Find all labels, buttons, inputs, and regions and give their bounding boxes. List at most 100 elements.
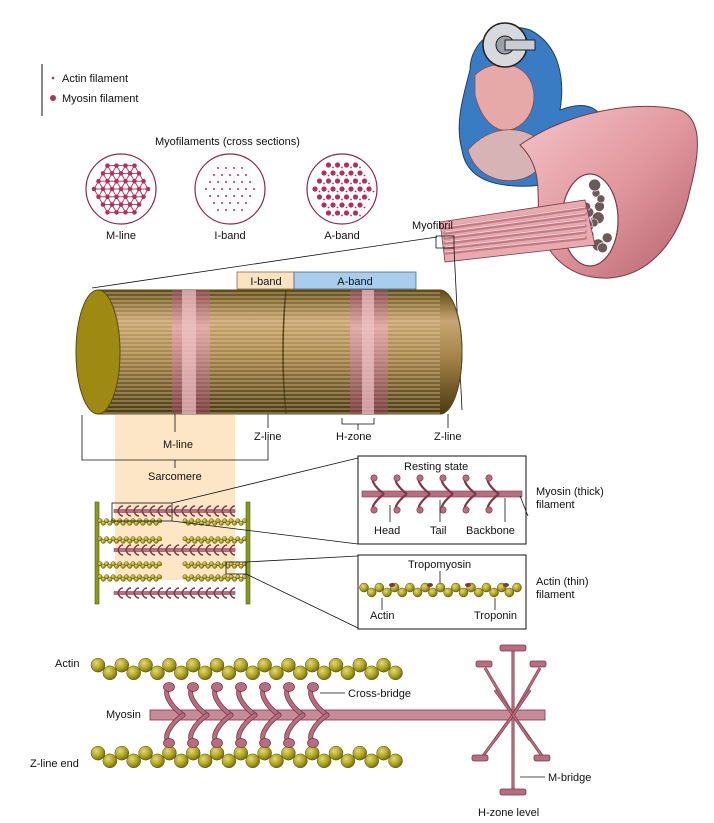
actin-dot	[217, 167, 219, 169]
actin-bead	[147, 576, 152, 582]
myosin-dot	[366, 186, 372, 192]
myosin-head	[141, 510, 148, 517]
actin-bead	[130, 561, 136, 567]
actin-bead	[117, 561, 123, 567]
cylinder-end-cap	[75, 289, 121, 415]
myosin-head	[485, 506, 493, 514]
myosin-dot	[105, 163, 110, 168]
myosin-head	[197, 544, 204, 551]
legend: Actin filament Myosin filament	[41, 64, 138, 116]
actin-bead	[366, 587, 377, 598]
myosin-head	[307, 738, 319, 748]
actin-dot	[241, 195, 243, 197]
resting-state-title: Resting state	[404, 461, 468, 473]
actin-bead	[512, 582, 522, 593]
actin-bead	[97, 536, 103, 542]
actin-bead	[202, 536, 208, 542]
actin-bead	[104, 561, 110, 567]
myosin-dot	[109, 202, 115, 207]
actin-dot	[221, 202, 223, 204]
myosin-head	[189, 505, 196, 512]
myosin-dot	[114, 194, 119, 200]
actin-bead	[133, 576, 139, 582]
fibril-highlight	[444, 224, 586, 243]
actin-bead	[316, 753, 332, 769]
myosin-head	[173, 592, 180, 599]
myosin-head	[125, 592, 132, 599]
actin-bead	[388, 753, 403, 769]
myosin-head	[221, 587, 228, 594]
actin-bead	[174, 665, 189, 681]
actin-bead	[397, 587, 407, 598]
actin-bead	[133, 538, 139, 544]
actin-bead	[374, 582, 385, 593]
a-band-lattice	[312, 162, 375, 217]
myosin-head	[370, 474, 378, 482]
myosin-dot	[109, 171, 115, 176]
myosin-head	[462, 474, 470, 482]
myosin-head	[213, 505, 220, 512]
myosin-head	[149, 549, 156, 556]
myosin-dot	[334, 162, 341, 168]
actin-dot	[368, 198, 370, 201]
actin-bead	[376, 657, 391, 673]
actin-bead	[228, 561, 234, 567]
myosin-dot	[132, 163, 137, 168]
i-band-xsec-label: I-band	[214, 230, 245, 242]
actin-dot	[245, 174, 247, 176]
myosin-dot	[343, 194, 350, 200]
cross-bridge-label: Cross-bridge	[348, 688, 411, 700]
myosin-head	[213, 510, 220, 517]
myosin-head	[149, 587, 156, 594]
myosin-head	[125, 549, 132, 556]
myosin-dot	[357, 202, 363, 208]
backbone-rod	[361, 490, 523, 498]
actin-bead	[110, 536, 116, 542]
actin-bead	[182, 574, 188, 580]
actin-bead	[212, 520, 218, 526]
myosin-dot	[361, 194, 368, 200]
myosin-dot	[325, 162, 332, 168]
actin-bead	[293, 753, 308, 769]
actin-bead	[107, 563, 113, 569]
thin-filament-inset: Tropomyosin Actin Troponin Actin (thin) …	[357, 554, 589, 630]
myosin-head	[157, 587, 164, 594]
myosin-head	[165, 549, 172, 556]
myofibril-label: Myofibril	[412, 220, 453, 232]
actin-dot	[237, 202, 239, 204]
myosin-head	[117, 549, 124, 556]
myosin-dot	[118, 171, 124, 176]
actin-dot	[245, 188, 247, 190]
myosin-dot	[334, 178, 341, 184]
myosin-dot	[118, 186, 124, 192]
actin-bead	[451, 582, 461, 593]
myosin-head	[211, 682, 223, 692]
myosin-dot	[132, 178, 137, 184]
actin-bead	[215, 518, 221, 524]
actin-bead	[232, 520, 237, 526]
actin-bead	[435, 582, 446, 593]
myosin-dot	[330, 186, 336, 192]
actin-dot	[233, 195, 235, 197]
myosin-detail-label: Myosin	[106, 709, 141, 721]
detail-actin-strands	[90, 657, 403, 769]
myosin-head	[133, 544, 140, 551]
actin-bead	[156, 561, 162, 567]
myosin-dot	[114, 210, 119, 215]
myosin-head	[221, 549, 228, 556]
myosin-head	[141, 505, 148, 512]
z-disc-left	[94, 501, 100, 605]
actin-dot	[350, 182, 352, 185]
actin-bead	[221, 753, 237, 769]
actin-bead	[153, 538, 159, 544]
fibril-strand	[443, 206, 587, 230]
actin-dot	[217, 209, 219, 211]
actin-bead	[238, 563, 244, 569]
actin-bead	[233, 745, 249, 761]
actin-dot	[372, 190, 375, 193]
m-bridge-strut-fill	[512, 714, 531, 741]
actin-dot	[332, 166, 334, 169]
actin-bead	[238, 576, 244, 582]
actin-bead	[218, 563, 224, 569]
